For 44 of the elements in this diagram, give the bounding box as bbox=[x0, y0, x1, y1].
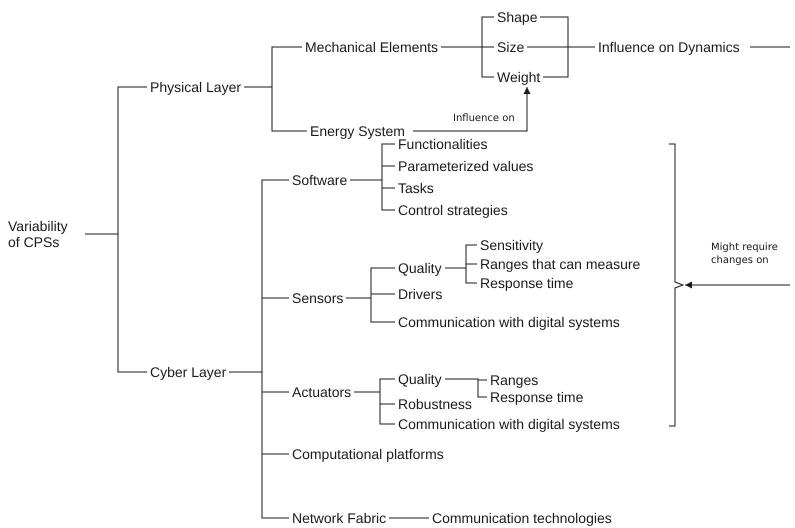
tree-node-label: Quality bbox=[398, 260, 442, 276]
tree-node-label: Response time bbox=[480, 275, 574, 291]
connector-line bbox=[346, 298, 396, 322]
connector-line bbox=[750, 46, 790, 48]
connector-line bbox=[440, 46, 494, 78]
tree-node-label: Actuators bbox=[292, 384, 352, 400]
tree-node-label: Ranges that can measure bbox=[480, 256, 640, 272]
tree-node-label: Variability of CPSs bbox=[8, 218, 82, 250]
connector-line bbox=[542, 46, 596, 78]
connector-line bbox=[84, 234, 148, 372]
tree-node-label: Size bbox=[497, 39, 524, 55]
connector-line bbox=[228, 372, 290, 518]
tree-node-label: Sensors bbox=[292, 290, 344, 306]
tree-node-label: Communication with digital systems bbox=[398, 314, 620, 330]
tree-node-label: Influence on Dynamics bbox=[598, 39, 740, 55]
tree-node-label: Sensitivity bbox=[480, 237, 544, 253]
tree-node-label: Software bbox=[292, 172, 348, 188]
tree-node-label: Energy System bbox=[310, 123, 405, 139]
tree-node-label: Tasks bbox=[398, 180, 434, 196]
connector-line bbox=[444, 378, 488, 398]
tree-node-label: Robustness bbox=[398, 396, 472, 412]
tree-node-label: Functionalities bbox=[398, 136, 488, 152]
tree-node-label: Weight bbox=[497, 69, 540, 85]
tree-node-label: Control strategies bbox=[398, 202, 508, 218]
curly-bracket bbox=[668, 143, 684, 427]
tree-node-label: Response time bbox=[490, 389, 584, 405]
tree-node-label: Shape bbox=[497, 9, 538, 25]
tree-node-label: Quality bbox=[398, 371, 442, 387]
tree-node-label: Network Fabric bbox=[292, 510, 386, 526]
tree-node-label: Drivers bbox=[398, 286, 442, 302]
tree-node-label: Communication with digital systems bbox=[398, 416, 620, 432]
tree-node-label: Communication technologies bbox=[432, 510, 612, 526]
tree-node-label: Computational platforms bbox=[292, 446, 444, 462]
connector-line bbox=[350, 180, 396, 210]
connector-line bbox=[444, 268, 478, 284]
connector-line bbox=[354, 392, 396, 424]
tree-node-label: Cyber Layer bbox=[150, 364, 226, 380]
connector-line bbox=[244, 86, 308, 132]
tree-node-label: Mechanical Elements bbox=[305, 39, 438, 55]
arrow bbox=[684, 282, 790, 288]
arrow bbox=[412, 86, 530, 132]
tree-node-label: Ranges bbox=[490, 372, 538, 388]
tree-node-label: Physical Layer bbox=[150, 79, 242, 95]
tree-node-label: Parameterized values bbox=[398, 158, 534, 174]
